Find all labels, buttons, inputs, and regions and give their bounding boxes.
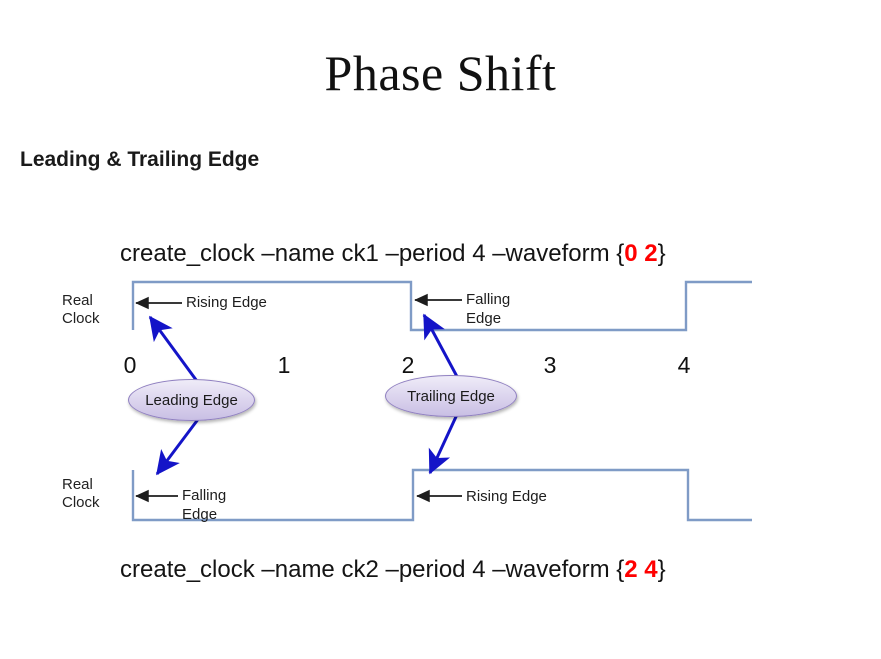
waveform-values-ck2: 2 4 [624, 556, 658, 583]
command-text-ck1: create_clock –name ck1 –period 4 –wavefo… [120, 240, 617, 267]
page-title: Phase Shift [324, 45, 557, 101]
callout-trailing-edge-label: Trailing Edge [407, 387, 495, 405]
time-tick-4: 4 [677, 352, 691, 378]
open-brace-ck1: { [616, 240, 625, 267]
waveform-values-ck1: 0 2 [624, 240, 658, 267]
section-subtitle: Leading & Trailing Edge [20, 148, 260, 171]
create-clock-command-ck2: create_clock –name ck2 –period 4 –wavefo… [120, 556, 666, 584]
time-tick-2: 2 [401, 352, 415, 378]
callout-trailing-edge: Trailing Edge [385, 375, 517, 417]
leading-edge-pointer-up [148, 315, 204, 389]
create-clock-command-ck1: create_clock –name ck1 –period 4 –wavefo… [120, 240, 666, 268]
annotation-falling-edge-top: Falling Edge [466, 291, 511, 327]
row-label-real-clock-ck1: Real Clock [62, 292, 100, 327]
command-text-ck2: create_clock –name ck2 –period 4 –wavefo… [120, 556, 617, 583]
annotation-falling-edge-bottom: Falling Edge [182, 487, 227, 523]
close-brace-ck1: } [657, 240, 666, 267]
time-tick-3: 3 [543, 352, 557, 378]
trailing-edge-pointer-down [428, 407, 462, 475]
close-brace-ck2: } [657, 556, 666, 583]
trailing-edge-pointer-up [422, 313, 463, 385]
annotation-rising-edge-bottom: Rising Edge [466, 488, 547, 505]
annotation-rising-edge-top: Rising Edge [186, 294, 267, 311]
callout-leading-edge: Leading Edge [128, 379, 255, 421]
time-tick-0: 0 [123, 352, 137, 378]
callout-leading-edge-label: Leading Edge [145, 391, 238, 409]
open-brace-ck2: { [616, 556, 625, 583]
row-label-real-clock-ck2: Real Clock [62, 476, 100, 511]
time-tick-1: 1 [277, 352, 291, 378]
